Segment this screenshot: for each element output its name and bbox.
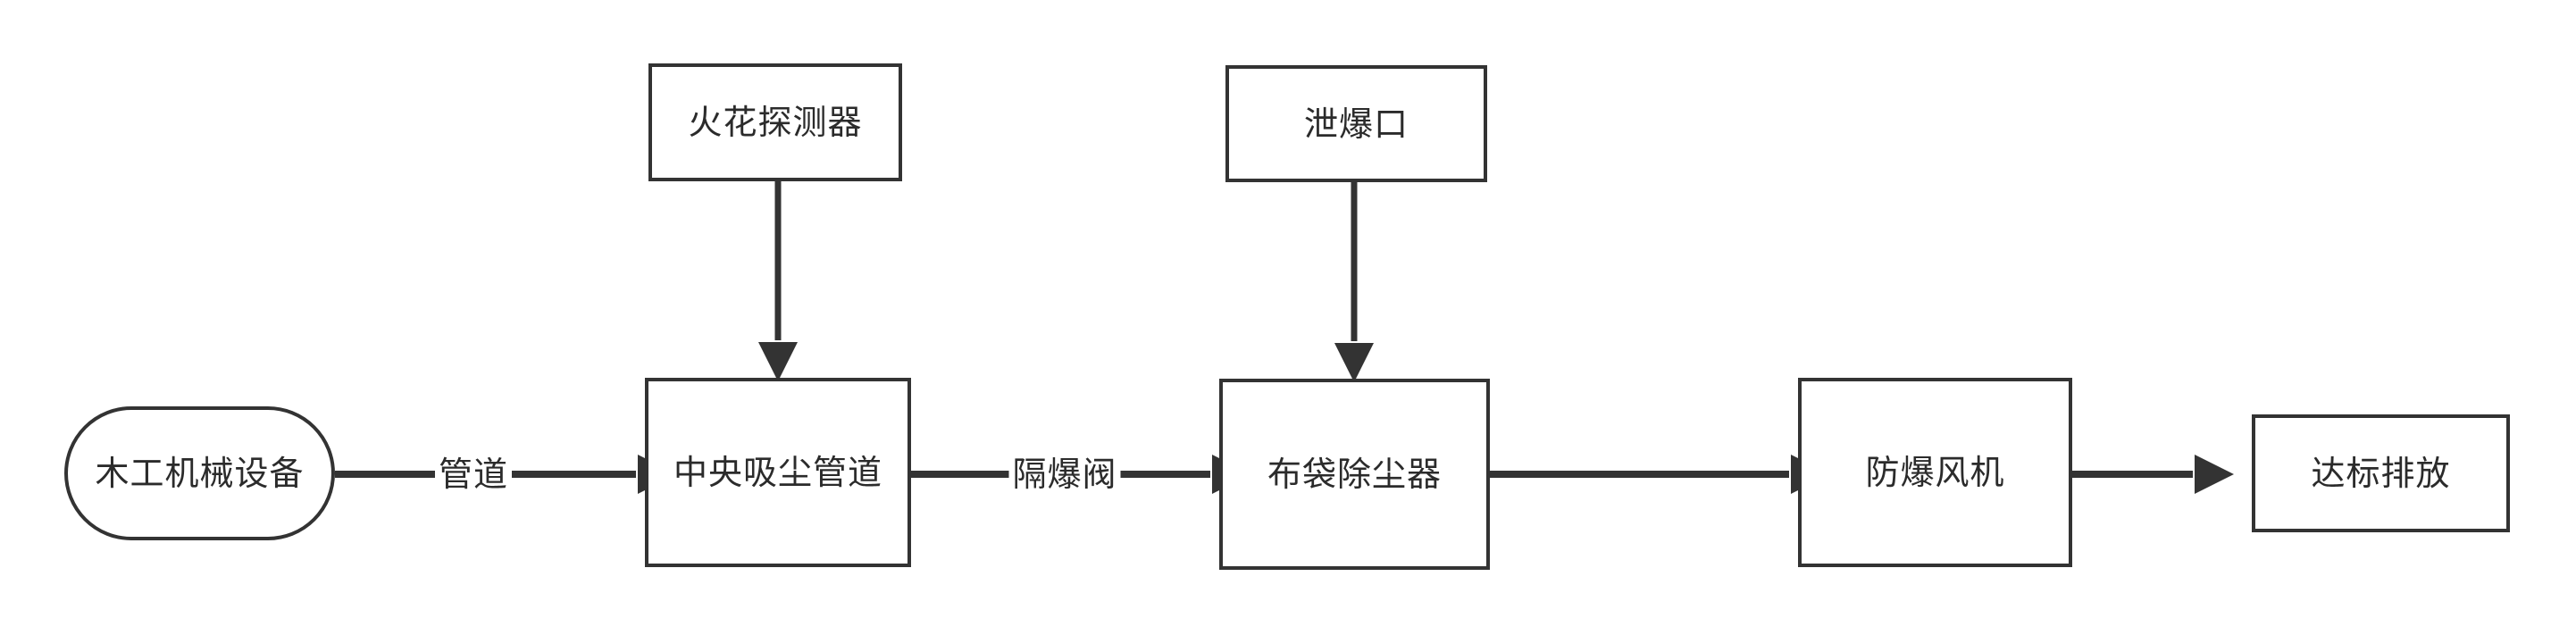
node-compliant-discharge[interactable]: 达标排放 xyxy=(2252,414,2510,532)
node-label: 中央吸尘管道 xyxy=(673,453,882,492)
node-explosion-proof-fan[interactable]: 防爆风机 xyxy=(1798,378,2072,567)
edge-explosion-vent xyxy=(1334,182,1374,382)
edge-to-fan xyxy=(1490,455,1830,494)
node-label: 木工机械设备 xyxy=(95,454,305,493)
edge-label-duct: 管道 xyxy=(434,455,513,494)
edge-spark-detector xyxy=(758,181,798,381)
edge-to-discharge xyxy=(2072,455,2234,494)
node-woodworking-equipment[interactable]: 木工机械设备 xyxy=(64,406,335,540)
node-spark-detector[interactable]: 火花探测器 xyxy=(648,63,902,181)
node-label: 达标排放 xyxy=(2311,454,2451,493)
node-label: 布袋除尘器 xyxy=(1267,455,1442,494)
node-label: 泄爆口 xyxy=(1303,104,1409,144)
node-label: 火花探测器 xyxy=(688,103,863,142)
edge-label-isolation-valve: 隔爆阀 xyxy=(1008,455,1121,494)
node-label: 防爆风机 xyxy=(1865,453,2005,492)
edge-label-text: 管道 xyxy=(438,455,509,494)
node-central-dust-duct[interactable]: 中央吸尘管道 xyxy=(645,378,911,567)
node-explosion-vent[interactable]: 泄爆口 xyxy=(1225,65,1487,182)
node-bag-filter[interactable]: 布袋除尘器 xyxy=(1219,379,1490,570)
edge-label-text: 隔爆阀 xyxy=(1012,455,1117,494)
